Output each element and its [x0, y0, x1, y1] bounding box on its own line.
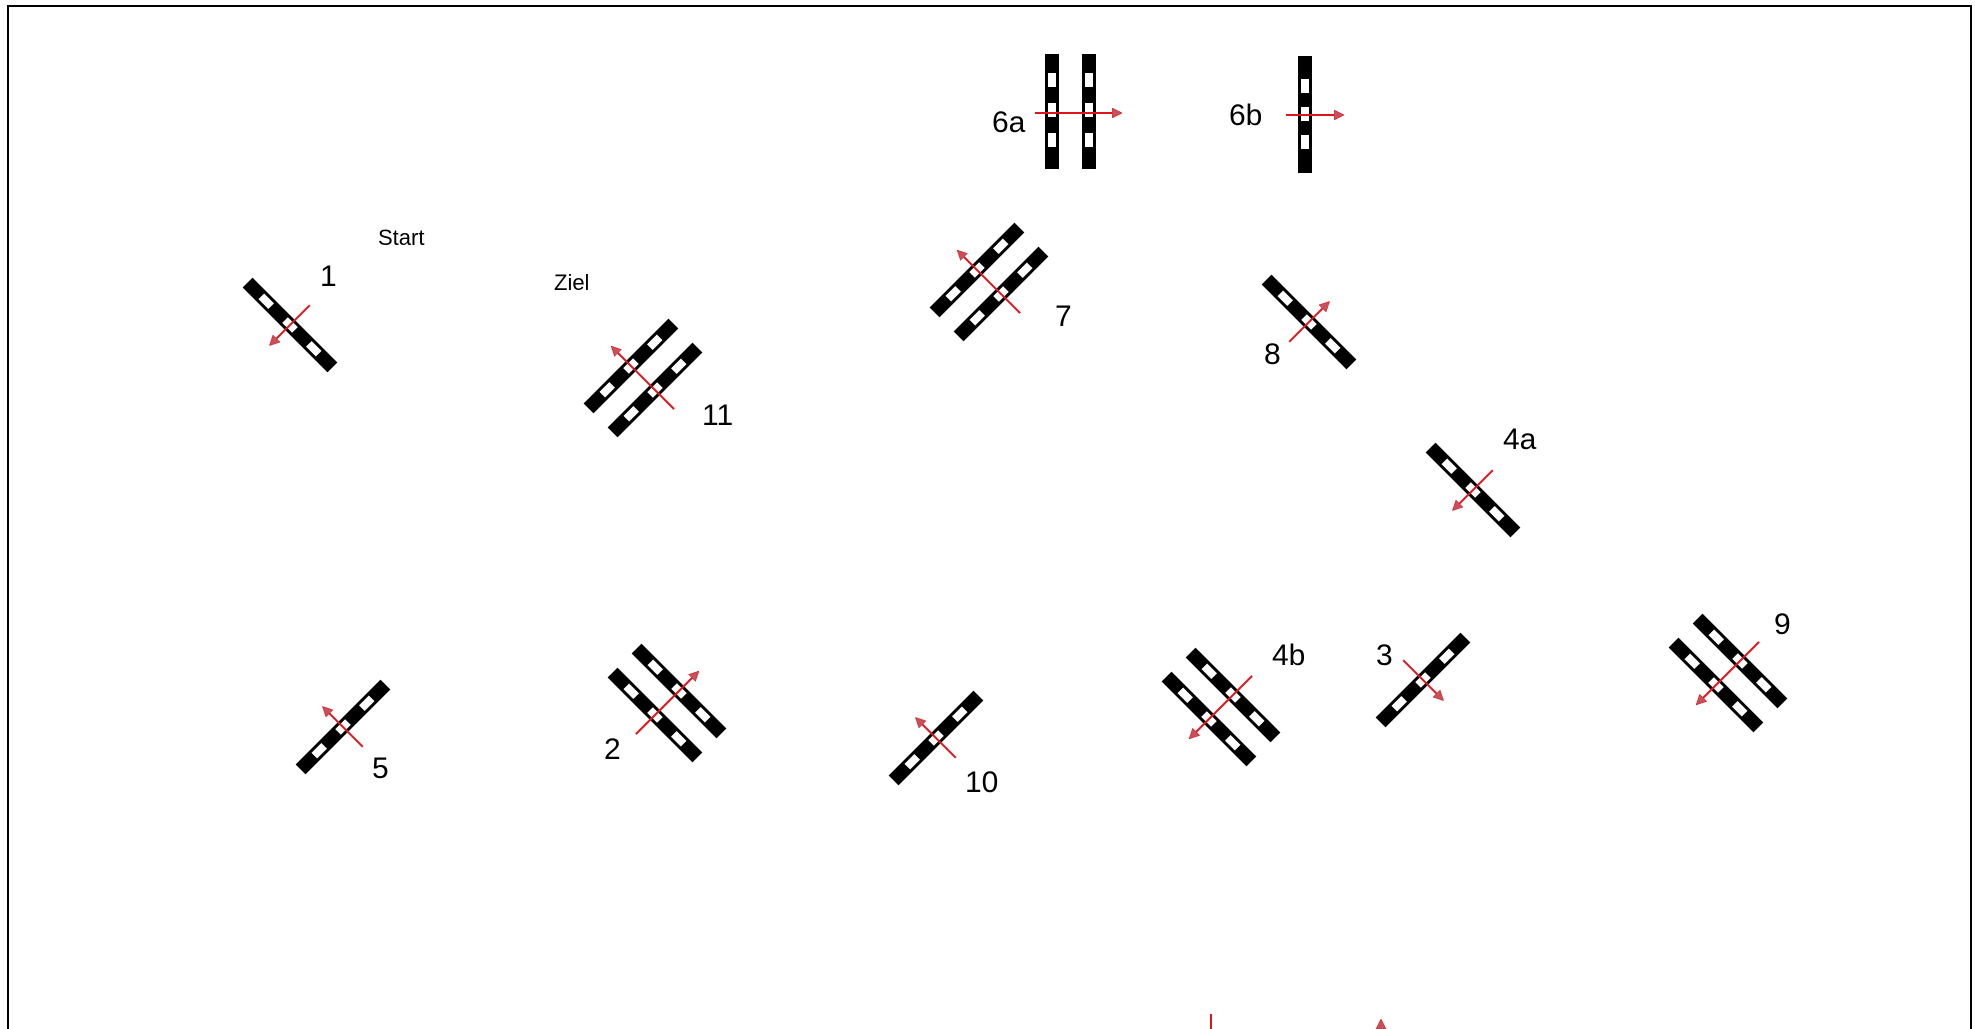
- obstacle-9: [1668, 613, 1788, 733]
- obstacle-8: [1261, 274, 1357, 370]
- obstacle-4a-label: 4a: [1503, 423, 1537, 456]
- obstacle-5: [295, 679, 391, 775]
- obstacle-8-label: 8: [1264, 338, 1281, 371]
- obstacle-6a-label: 6a: [992, 106, 1026, 139]
- obstacle-4b: [1161, 647, 1281, 767]
- obstacles-layer: [242, 54, 1788, 786]
- ziel-label: Ziel: [554, 270, 589, 295]
- obstacle-6b-label: 6b: [1229, 99, 1262, 132]
- obstacle-11-label: 11: [702, 399, 733, 432]
- obstacle-1: [242, 277, 338, 373]
- obstacle-2: [607, 643, 727, 763]
- obstacle-9-label: 9: [1774, 608, 1791, 641]
- obstacle-7-label: 7: [1055, 300, 1072, 333]
- obstacle-4b-label: 4b: [1272, 639, 1305, 672]
- obstacle-1-label: 1: [320, 260, 337, 293]
- obstacle-5-label: 5: [372, 752, 389, 785]
- start-label: Start: [378, 225, 424, 250]
- obstacle-2-label: 2: [604, 733, 621, 766]
- obstacle-4a: [1425, 442, 1521, 538]
- obstacle-3: [1375, 632, 1471, 728]
- obstacle-10-label: 10: [965, 766, 998, 799]
- obstacle-3-label: 3: [1376, 639, 1393, 672]
- obstacle-7: [929, 222, 1049, 342]
- obstacle-10: [888, 690, 984, 786]
- obstacle-6a: [1035, 54, 1121, 169]
- obstacle-11: [583, 318, 703, 438]
- obstacle-6b: [1286, 56, 1343, 173]
- course-border: [7, 5, 1972, 1029]
